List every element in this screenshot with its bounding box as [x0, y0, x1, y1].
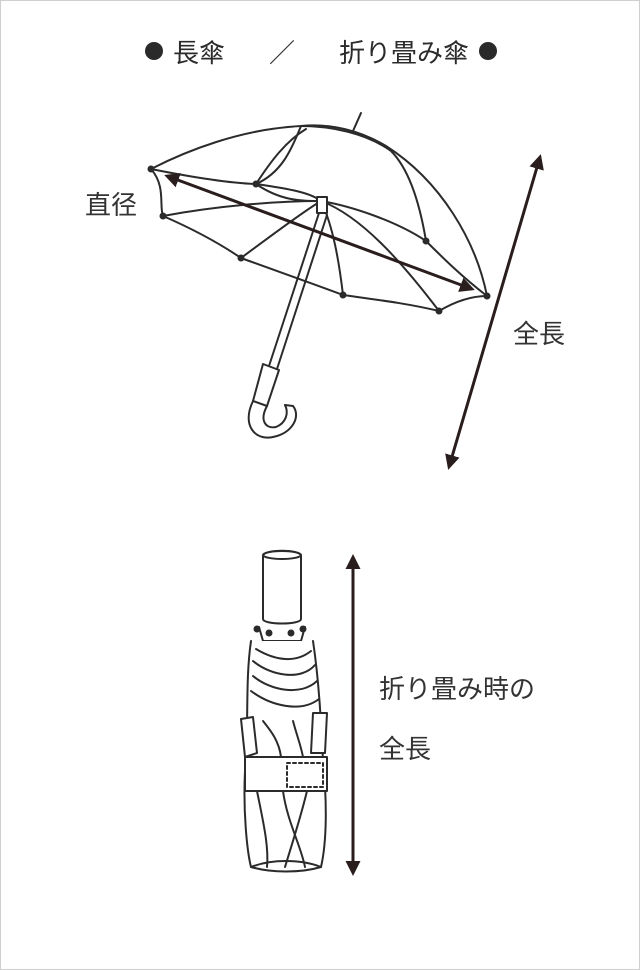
header-folding-umbrella: 折り畳み傘: [339, 38, 470, 69]
total-length-label: 全長: [513, 320, 566, 350]
bullet-dot-right-icon: [479, 42, 498, 60]
header-separator: ／: [268, 38, 295, 69]
folding-umbrella-icon: [240, 549, 328, 873]
diameter-arrow: [164, 173, 475, 292]
header: 長傘 ／ 折り畳み傘: [1, 31, 639, 71]
total-length-arrow: [445, 154, 544, 470]
diameter-label: 直径: [85, 191, 138, 221]
folded-length-label-line2: 全長: [379, 735, 432, 765]
folded-length-label-line1: 折り畳み時の: [379, 675, 536, 705]
header-long-umbrella: 長傘: [172, 38, 225, 69]
bullet-dot-left-icon: [144, 42, 163, 60]
